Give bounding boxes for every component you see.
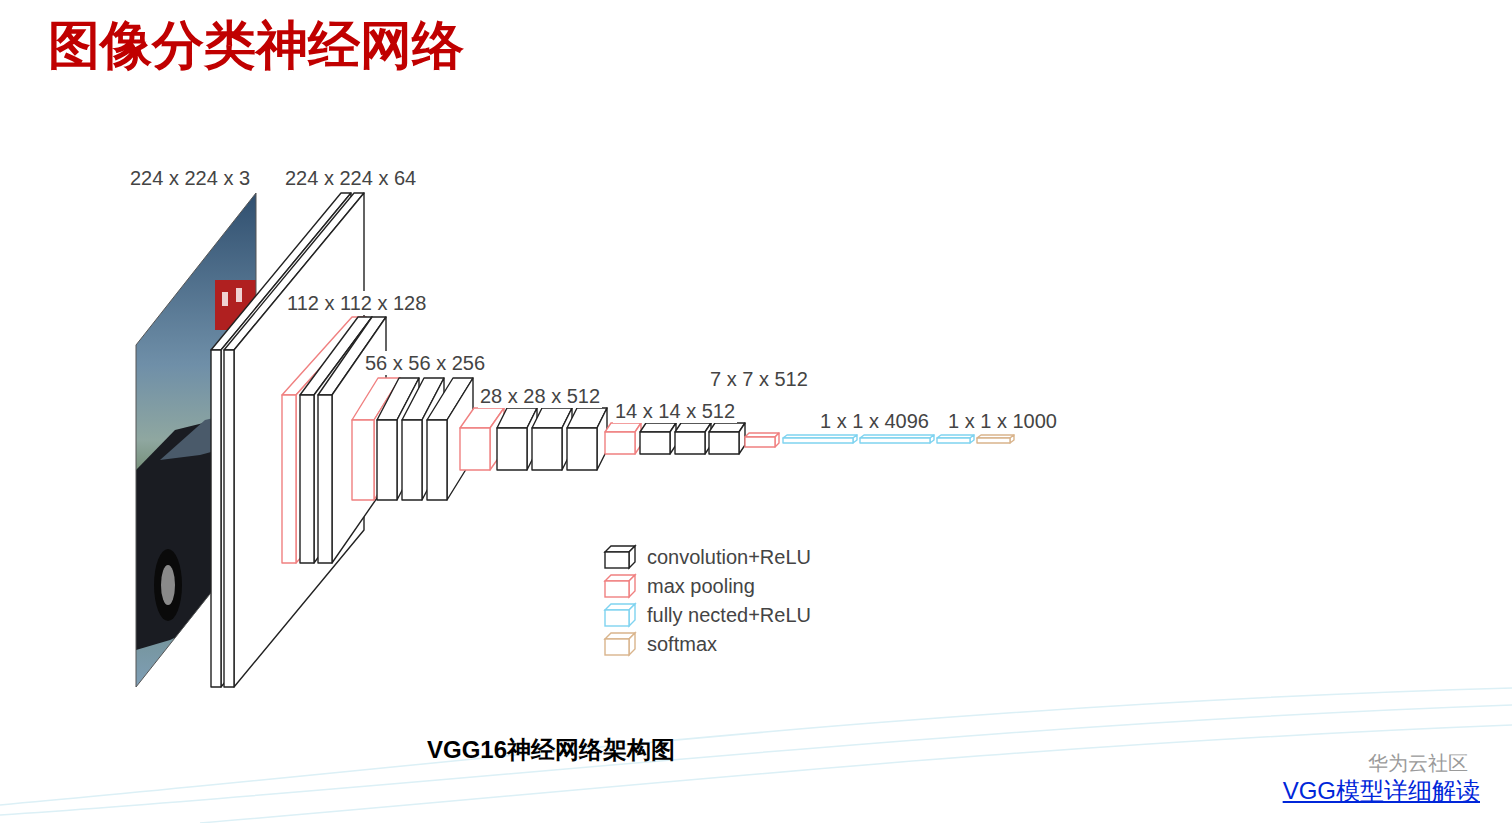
- block-face: [497, 428, 527, 470]
- legend-row: softmax: [603, 631, 717, 657]
- swatch-front: [605, 639, 629, 655]
- legend-swatch: [603, 602, 637, 628]
- dimension-label: 224 x 224 x 64: [283, 166, 418, 190]
- block-face: [460, 428, 490, 470]
- block-face: [640, 432, 670, 454]
- block-face: [745, 437, 775, 447]
- layer-block: [745, 433, 779, 447]
- block-face: [675, 432, 705, 454]
- layer-block: [675, 423, 711, 454]
- block-face: [709, 432, 739, 454]
- block-face: [937, 438, 970, 443]
- layer-block: [783, 435, 857, 443]
- block-face: [427, 420, 447, 500]
- block-face: [567, 428, 597, 470]
- layer-blocks: [211, 193, 1014, 687]
- layer-block: [605, 423, 641, 454]
- block-face: [352, 420, 374, 500]
- legend-swatch: [603, 544, 637, 570]
- swatch-side: [629, 604, 635, 626]
- block-face: [282, 395, 296, 563]
- legend-text: convolution+ReLU: [647, 545, 811, 569]
- dimension-label: 224 x 224 x 3: [128, 166, 252, 190]
- dimension-label: 14 x 14 x 512: [613, 399, 737, 423]
- layer-block: [532, 408, 572, 470]
- swatch-front: [605, 610, 629, 626]
- swatch-side: [629, 546, 635, 568]
- swatch-side: [629, 575, 635, 597]
- legend-row: fully nected+ReLU: [603, 602, 811, 628]
- swatch-side: [629, 633, 635, 655]
- slide-title: 图像分类神经网络: [48, 14, 464, 76]
- block-face: [300, 395, 314, 563]
- watermark: 华为云社区: [1368, 751, 1468, 775]
- dimension-label: 112 x 112 x 128: [285, 291, 428, 315]
- block-face: [211, 350, 221, 687]
- dimension-label: 1 x 1 x 1000: [946, 409, 1059, 433]
- legend-text: max pooling: [647, 574, 755, 598]
- layer-block: [567, 408, 607, 470]
- layer-block: [709, 423, 745, 454]
- legend-swatch: [603, 631, 637, 657]
- dimension-label: 7 x 7 x 512: [708, 367, 810, 391]
- block-face: [224, 350, 234, 687]
- layer-block: [977, 435, 1014, 443]
- dimension-label: 28 x 28 x 512: [478, 384, 602, 408]
- block-face: [377, 420, 397, 500]
- legend-row: max pooling: [603, 573, 755, 599]
- layer-block: [497, 408, 537, 470]
- layer-block: [640, 423, 676, 454]
- swatch-front: [605, 581, 629, 597]
- block-face: [739, 423, 745, 454]
- layer-block: [937, 435, 974, 443]
- dimension-label: 56 x 56 x 256: [363, 351, 487, 375]
- background-curves: [0, 688, 1512, 823]
- legend-text: fully nected+ReLU: [647, 603, 811, 627]
- block-face: [605, 432, 635, 454]
- block-face: [783, 438, 853, 443]
- layer-block: [860, 435, 934, 443]
- dimension-label: 1 x 1 x 4096: [818, 409, 931, 433]
- reference-link: VGG模型详细解读: [1283, 777, 1480, 806]
- block-face: [402, 420, 422, 500]
- figure-caption: VGG16神经网络架构图: [427, 736, 675, 765]
- block-face: [977, 438, 1010, 443]
- legend-swatch: [603, 573, 637, 599]
- legend-row: convolution+ReLU: [603, 544, 811, 570]
- swatch-front: [605, 552, 629, 568]
- block-face: [318, 395, 332, 563]
- block-face: [860, 438, 930, 443]
- legend-text: softmax: [647, 632, 717, 656]
- block-face: [532, 428, 562, 470]
